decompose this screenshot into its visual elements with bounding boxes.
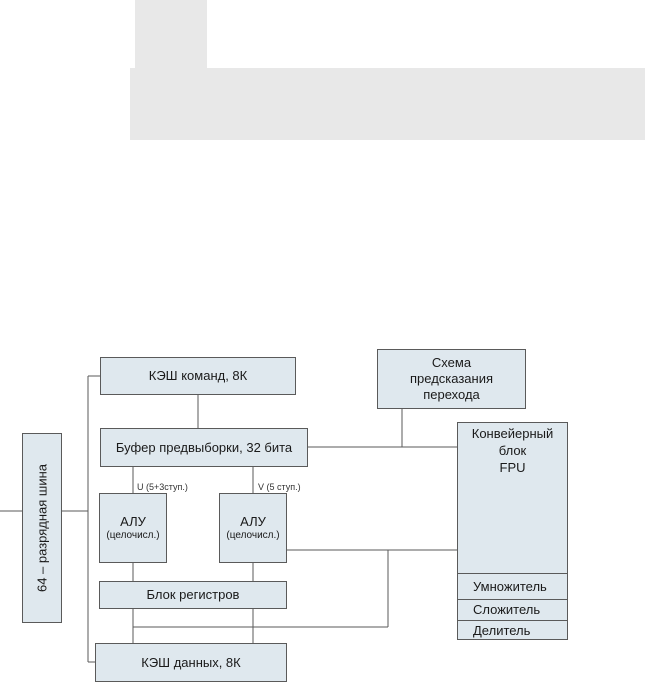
instruction-cache-label: КЭШ команд, 8К bbox=[148, 368, 248, 383]
prefetch-buffer-label: Буфер предвыборки, 32 бита bbox=[115, 439, 293, 455]
fpu-title: Конвейерный блок FPU bbox=[471, 426, 554, 475]
decor-shape-lower bbox=[130, 68, 645, 140]
bus-block: 64 – разрядная шина bbox=[22, 433, 62, 623]
pipe-u-label: U (5+3ступ.) bbox=[137, 482, 188, 492]
prefetch-buffer-block: Буфер предвыборки, 32 бита bbox=[100, 428, 308, 467]
register-file-label: Блок регистров bbox=[146, 587, 240, 602]
register-file-block: Блок регистров bbox=[99, 581, 287, 609]
alu-v-block: АЛУ (целочисл.) bbox=[219, 493, 287, 563]
branch-predictor-block: Схема предсказания перехода bbox=[377, 349, 526, 409]
alu-v-title: АЛУ bbox=[240, 514, 266, 529]
fpu-unit-divider: Делитель bbox=[458, 620, 567, 640]
pipe-v-label: V (5 ступ.) bbox=[258, 482, 301, 492]
alu-u-title: АЛУ bbox=[120, 514, 146, 529]
alu-v-subtitle: (целочисл.) bbox=[226, 530, 280, 541]
branch-predictor-line-3: перехода bbox=[423, 387, 480, 402]
instruction-cache-block: КЭШ команд, 8К bbox=[100, 357, 296, 395]
bus-label: 64 – разрядная шина bbox=[34, 463, 50, 593]
decor-shape-upper bbox=[135, 0, 207, 68]
alu-u-block: АЛУ (целочисл.) bbox=[99, 493, 167, 563]
fpu-unit-multiplier: Умножитель bbox=[458, 573, 567, 599]
data-cache-block: КЭШ данных, 8К bbox=[95, 643, 287, 682]
alu-u-subtitle: (целочисл.) bbox=[106, 530, 160, 541]
fpu-unit-adder: Сложитель bbox=[458, 599, 567, 620]
branch-predictor-line-2: предсказания bbox=[409, 371, 494, 386]
fpu-block: Конвейерный блок FPU Умножитель Сложител… bbox=[457, 422, 568, 640]
branch-predictor-line-1: Схема bbox=[431, 355, 472, 370]
data-cache-label: КЭШ данных, 8К bbox=[141, 654, 241, 670]
